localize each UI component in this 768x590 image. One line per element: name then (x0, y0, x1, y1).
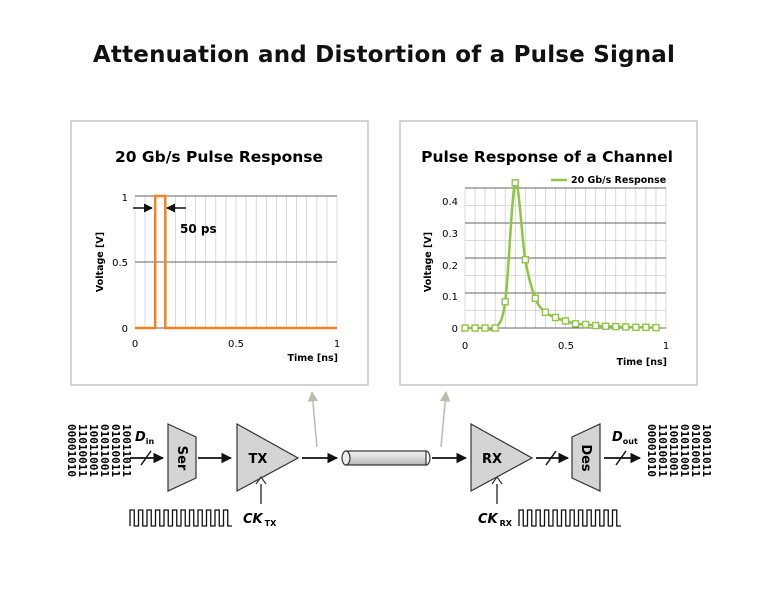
rx-clock-symbol (491, 475, 503, 485)
serializer-label: Ser (174, 446, 189, 471)
right-x-tick-0: 0 (462, 341, 468, 352)
output-bits-col-5: 01010011 (689, 424, 702, 477)
response-marker (652, 323, 660, 332)
right-x-axis-label: Time [ns] (617, 357, 668, 368)
input-bits-col-3: 10011001 (87, 424, 100, 477)
response-marker (511, 179, 519, 187)
right-y-tick-0.2: 0.2 (442, 261, 458, 272)
left-y-tick-1: 1 (122, 193, 128, 204)
rx-label: RX (482, 452, 502, 467)
deserializer-label: Des (578, 444, 593, 472)
rx-input-pointer (439, 390, 451, 448)
right-x-tick-0.5: 0.5 (558, 341, 574, 352)
tx-driver (236, 422, 300, 493)
output-bits-col-4: 01011001 (678, 424, 691, 477)
output-bits-col-3: 10011001 (667, 424, 680, 477)
legend-label: 20 Gb/s Response (571, 175, 666, 186)
serializer-block (167, 423, 197, 492)
d-in-bus-slash (140, 450, 152, 466)
right-y-tick-0.1: 0.1 (442, 292, 458, 303)
input-bits-col-5: 01010011 (109, 424, 122, 477)
main-title: Attenuation and Distortion of a Pulse Si… (92, 42, 676, 68)
rx-clock-waveform (518, 509, 621, 527)
response-marker (571, 320, 580, 328)
input-bits-col-4: 01011001 (98, 424, 111, 477)
right-y-tick-0.3: 0.3 (442, 229, 458, 240)
response-marker (642, 323, 650, 331)
response-marker (612, 322, 620, 331)
left-x-tick-0: 0 (132, 339, 138, 350)
input-bits-col-6: 10011011 (120, 424, 133, 477)
response-marker (632, 323, 640, 331)
response-marker (622, 323, 630, 331)
response-marker (471, 324, 479, 332)
output-bits-col-6: 10011011 (700, 424, 713, 477)
tx-label: TX (249, 452, 268, 467)
input-bits-col-1: 00001010 (65, 424, 78, 477)
right-grid (464, 187, 667, 329)
output-bits: 00001010 11010011 10011001 01011001 0101… (645, 424, 713, 477)
response-marker (501, 298, 509, 306)
pulse-width-label: 50 ps (180, 222, 217, 236)
response-marker (461, 324, 469, 332)
right-y-axis-label: Voltage [V] (423, 232, 434, 292)
rx-receiver (470, 422, 534, 493)
input-bits: 00001010 11010011 10011001 01011001 0101… (65, 424, 133, 477)
d-in-label: Din (135, 430, 155, 446)
left-y-tick-0: 0 (122, 324, 128, 335)
response-marker (602, 322, 610, 330)
d-out-label: Dout (612, 430, 638, 446)
left-x-tick-0.5: 0.5 (228, 339, 244, 350)
d-out-bus-slash (615, 450, 627, 466)
response-marker (531, 294, 540, 302)
right-x-tick-1: 1 (663, 341, 669, 352)
response-marker (591, 321, 600, 330)
right-panel-title: Pulse Response of a Channel (421, 148, 673, 166)
response-marker (521, 256, 529, 264)
output-bits-col-1: 00001010 (645, 424, 658, 477)
left-pulse-line (135, 194, 337, 330)
right-panel: Pulse Response of a Channel Voltage [V] … (399, 120, 698, 386)
output-bits-col-2: 11010011 (656, 424, 669, 477)
right-y-tick-0.4: 0.4 (442, 197, 458, 208)
right-panel-frame (399, 120, 698, 386)
left-y-tick-0.5: 0.5 (112, 258, 128, 269)
left-x-tick-1: 1 (334, 339, 340, 350)
left-x-axis-label: Time [ns] (288, 353, 339, 364)
response-marker (481, 324, 489, 332)
left-panel-title: 20 Gb/s Pulse Response (115, 148, 323, 166)
tx-clock-symbol (255, 475, 267, 485)
response-marker (551, 313, 560, 322)
channel-cable (341, 450, 431, 466)
tx-clock-waveform (129, 509, 232, 527)
left-panel-frame (70, 120, 369, 386)
right-y-tick-0: 0 (452, 324, 458, 335)
response-marker (491, 324, 499, 332)
input-bits-col-2: 11010011 (76, 424, 89, 477)
response-marker (541, 308, 550, 316)
tx-output-pointer (307, 390, 319, 448)
response-marker (561, 317, 570, 325)
left-panel: 20 Gb/s Pulse Response Voltage [V] Time … (70, 120, 369, 386)
deserializer-block (571, 423, 601, 492)
response-marker (581, 320, 590, 329)
right-response-markers (461, 179, 660, 332)
rx-bus-slash (545, 450, 557, 466)
left-y-axis-label: Voltage [V] (95, 232, 106, 292)
